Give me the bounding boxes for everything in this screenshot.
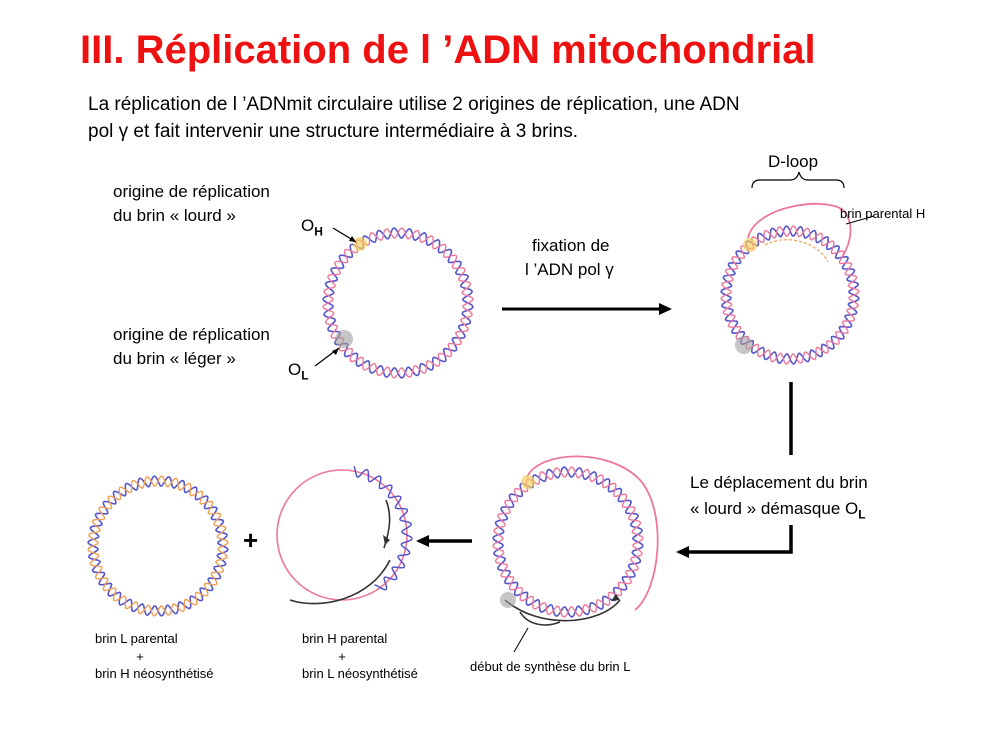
origin-pointers [314,227,357,367]
new-strand-arc [289,559,391,605]
displaced-heavy-strand [526,455,659,611]
dloop-new-strand [764,239,829,263]
label-result2-1: brin H parental [302,631,388,646]
arrow-to-dloop [502,303,672,315]
label-dloop: D-loop [768,152,819,171]
label-fixation-1: fixation de [532,236,610,255]
label-result2-plus: + [338,649,346,664]
mtdna-product-l-parental [87,475,229,617]
label-oh: OH [301,216,323,239]
helix-strand-blue [87,475,229,617]
label-result1-plus: + [136,649,144,664]
dloop-displaced-strand [747,202,852,258]
page-title: III. Réplication de l ’ADN mitochondrial [80,28,816,72]
arrow-to-products [416,535,472,547]
origin-l-marker [335,330,353,348]
label-brin-parental-h: brin parental H [840,206,926,221]
helix-strand-blue [322,227,474,379]
label-result1-1: brin L parental [95,631,178,646]
label-displacement-2: « lourd » démasque OL [690,499,866,522]
mtdna-product-h-parental [276,465,413,605]
label-ol: OL [288,360,309,383]
label-origin-heavy-1: origine de réplication [113,182,270,201]
arrow-to-displacement [676,382,793,558]
label-fixation-2: l ’ADN pol γ [525,260,614,279]
intro-line-1: La réplication de l ’ADNmit circulaire u… [88,94,740,115]
label-origin-light-1: origine de réplication [113,325,270,344]
helix-strand-pink [492,466,644,618]
mtdna-circle-three-strand [492,455,659,653]
dloop-brace [751,171,845,189]
label-result1-2: brin H néosynthétisé [95,666,214,681]
plus-sign: + [243,525,259,555]
helix-strand-pink [720,225,860,365]
mtdna-circle-dloop [720,171,875,365]
mtdna-circle-initial [322,227,474,379]
label-displacement-1: Le déplacement du brin [690,473,868,492]
helix-strand-pink [87,475,229,617]
label-synthesis-start: début de synthèse du brin L [470,659,631,674]
origin-h-marker [353,237,367,251]
helix-strand-pink [322,227,474,379]
label-result2-2: brin L néosynthétisé [302,666,418,681]
label-origin-light-2: du brin « léger » [113,349,236,368]
helix-strand-blue [492,466,644,618]
label-origin-heavy-2: du brin « lourd » [113,206,236,225]
intro-line-2: pol γ et fait intervenir une structure i… [88,121,579,142]
